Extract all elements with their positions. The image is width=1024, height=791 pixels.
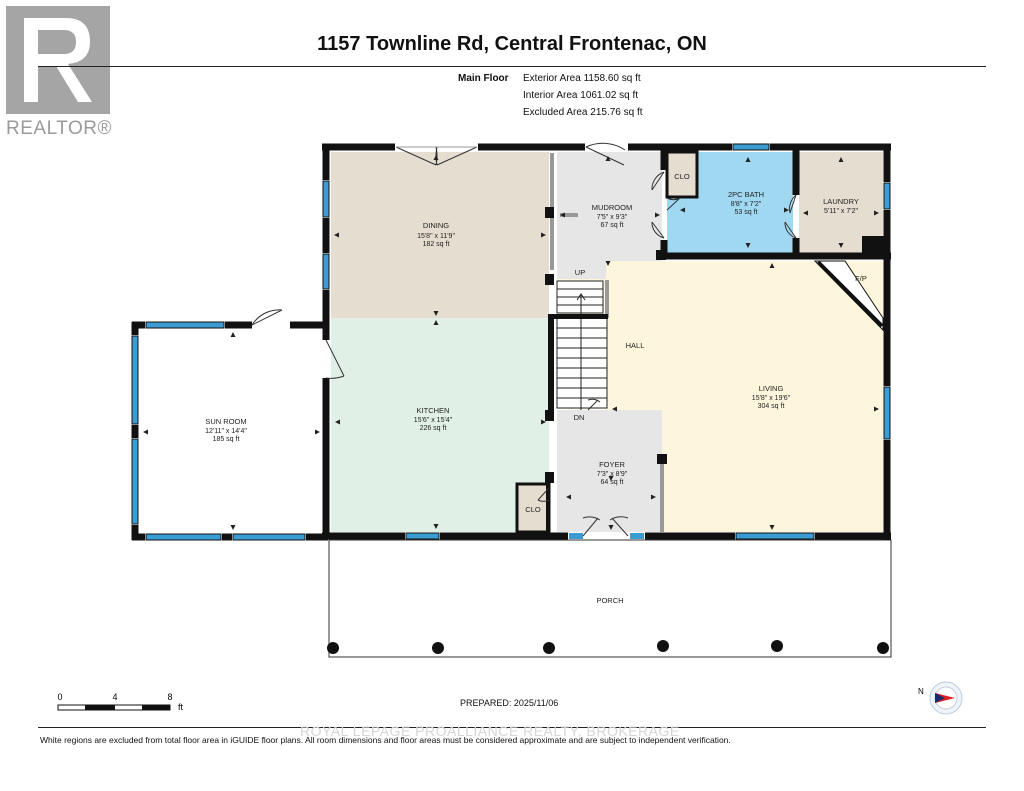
foyer-room bbox=[557, 410, 662, 532]
dining-room bbox=[331, 152, 549, 318]
stairs-up-label: UP bbox=[575, 268, 585, 277]
clo-lower-label: CLO bbox=[525, 505, 541, 514]
header-divider bbox=[38, 66, 986, 67]
sunroom-area: 185 sq ft bbox=[213, 436, 240, 443]
foyer-dims: 7'3" x 8'9" bbox=[597, 471, 628, 478]
clo-upper-box bbox=[665, 150, 699, 199]
north-compass: N bbox=[918, 681, 963, 715]
exterior-area: Exterior Area 1158.60 sq ft bbox=[523, 73, 641, 84]
laundry-label: LAUNDRY bbox=[823, 197, 859, 206]
dining-area: 182 sq ft bbox=[423, 241, 450, 248]
excluded-area: Excluded Area 215.76 sq ft bbox=[523, 107, 643, 118]
page-title: 1157 Townline Rd, Central Frontenac, ON bbox=[317, 33, 707, 55]
interior-area: Interior Area 1061.02 sq ft bbox=[523, 90, 639, 101]
brokerage-watermark: ROYAL LEPAGE PROALLIANCE REALTY, BROKERA… bbox=[300, 723, 680, 739]
clo-upper-label: CLO bbox=[674, 172, 690, 181]
disclaimer-text: White regions are excluded from total fl… bbox=[40, 735, 731, 745]
foyer-label: FOYER bbox=[599, 460, 625, 469]
stairs-down-label: DN bbox=[574, 413, 585, 422]
scale-tick-8: 8 bbox=[167, 692, 172, 702]
bath-dims: 8'8" x 7'2" bbox=[731, 201, 762, 208]
laundry-dims: 5'11" x 7'2" bbox=[824, 208, 858, 215]
living-dims: 15'8" x 19'6" bbox=[752, 395, 791, 402]
walls bbox=[131, 143, 891, 541]
scale-unit: ft bbox=[178, 702, 184, 712]
scale-tick-4: 4 bbox=[112, 692, 117, 702]
dining-dims: 15'8" x 11'9" bbox=[417, 233, 455, 240]
footer-divider bbox=[38, 727, 986, 728]
porch-posts bbox=[327, 640, 889, 654]
kitchen-dims: 15'6" x 15'4" bbox=[414, 417, 453, 424]
doors bbox=[251, 142, 797, 537]
hall-label: HALL bbox=[626, 341, 645, 350]
fp-label: F/P bbox=[855, 274, 867, 283]
scale-tick-0: 0 bbox=[57, 692, 62, 702]
sunroom-dims: 12'11" x 14'4" bbox=[205, 428, 247, 435]
dimension-markers bbox=[143, 155, 879, 530]
floor-name: Main Floor bbox=[458, 73, 509, 84]
scale-bar: 0 4 8 ft bbox=[57, 692, 184, 712]
kitchen-label: KITCHEN bbox=[417, 406, 450, 415]
kitchen-area: 226 sq ft bbox=[420, 425, 447, 432]
wall-columns bbox=[545, 207, 884, 536]
mudroom-area: 67 sq ft bbox=[601, 222, 624, 229]
fireplace bbox=[813, 260, 884, 332]
foyer-area: 64 sq ft bbox=[601, 479, 624, 486]
dining-label: DINING bbox=[423, 221, 449, 230]
porch-label: PORCH bbox=[596, 596, 623, 605]
window-frames bbox=[131, 143, 891, 541]
stairs bbox=[556, 280, 608, 410]
bath-area: 53 sq ft bbox=[735, 209, 758, 216]
compass-n-label: N bbox=[918, 687, 924, 696]
realtor-wordmark: REALTOR® bbox=[6, 118, 112, 139]
porch-area bbox=[328, 539, 892, 658]
realtor-logo bbox=[6, 6, 110, 114]
living-area: 304 sq ft bbox=[758, 403, 785, 410]
windows bbox=[132, 144, 890, 540]
prepared-date: PREPARED: 2025/11/06 bbox=[460, 698, 559, 708]
bath-label: 2PC BATH bbox=[728, 190, 764, 199]
mudroom-label: MUDROOM bbox=[592, 203, 632, 212]
mudroom-dims: 7'5" x 9'3" bbox=[597, 214, 628, 221]
kitchen-room bbox=[331, 318, 549, 532]
sunroom-label: SUN ROOM bbox=[205, 417, 246, 426]
living-label: LIVING bbox=[759, 384, 784, 393]
